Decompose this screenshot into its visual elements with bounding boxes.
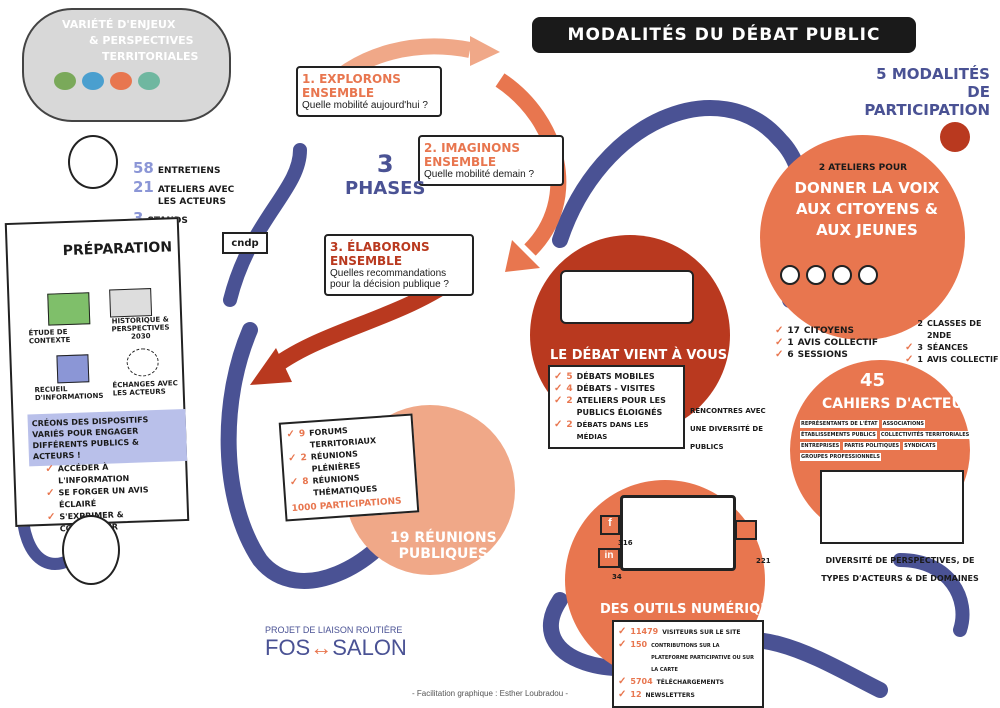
- stat-label: ATELIERS AVEC LES ACTEURS: [157, 185, 235, 207]
- prep-item: HISTORIQUE & PERSPECTIVES 2030: [111, 315, 170, 341]
- ateliers-intro: 2 ATELIERS POUR: [818, 163, 908, 173]
- cloud-title-2: & PERSPECTIVES: [89, 34, 194, 47]
- prep-item: ÉCHANGES AVEC LES ACTEURS: [112, 379, 178, 398]
- phase-box-2: 2. IMAGINONS ENSEMBLE Quelle mobilité de…: [418, 135, 564, 186]
- phase-box-1: 1. EXPLORONS ENSEMBLE Quelle mobilité au…: [296, 66, 442, 117]
- cndp-sign: CNDP: [222, 232, 268, 254]
- decor-dot: [940, 122, 970, 152]
- outils-title: DES OUTILS NUMÉRIQUES: [600, 602, 789, 617]
- debat-note: RENCONTRES AVEC UNE DIVERSITÉ DE PUBLICS: [690, 407, 766, 451]
- ateliers-title: DONNER LA VOIX AUX CITOYENS & AUX JEUNES: [794, 179, 940, 239]
- territory-icons: [54, 72, 194, 102]
- credit: - Facilitation graphique : Esther Loubra…: [412, 689, 569, 698]
- project-logo: PROJET DE LIAISON ROUTIÈRE FOS↔SALON: [265, 625, 445, 661]
- presenter-figure: [62, 515, 120, 585]
- prep-item: RECUEIL D'INFORMATIONS: [34, 385, 104, 403]
- stat-value: 58: [133, 159, 154, 177]
- phase-title: 3. ÉLABORONS ENSEMBLE: [330, 240, 430, 268]
- nature-icon: [138, 72, 160, 90]
- cahiers-labels: REPRÉSENTANTS DE L'ÉTAT ASSOCIATIONS ÉTA…: [800, 420, 971, 461]
- people-group-icon: [780, 265, 920, 305]
- open-book-icon: [820, 470, 964, 544]
- phase-question: Quelle mobilité aujourd'hui ?: [302, 100, 428, 111]
- network-icon: [126, 347, 160, 377]
- prep-item: ÉTUDE DE CONTEXTE: [28, 328, 71, 346]
- ateliers-circle: [760, 135, 965, 340]
- twitter-count: 221: [756, 557, 771, 565]
- phase-question: Quelles recommandations pour la décision…: [330, 268, 449, 290]
- cahiers-title: CAHIERS D'ACTEURS: [822, 396, 984, 412]
- twitter-icon: [735, 520, 757, 540]
- prep-checklist: ✓ACCÉDER À L'INFORMATION ✓SE FORGER UN A…: [45, 459, 182, 536]
- modalites-line2: PARTICIPATION: [864, 101, 990, 119]
- linkedin-icon: in: [598, 548, 620, 568]
- stat-label: ENTRETIENS: [157, 166, 221, 176]
- phases-word: PHASES: [345, 178, 426, 199]
- phase-box-3: 3. ÉLABORONS ENSEMBLE Quelles recommanda…: [324, 234, 474, 296]
- check-icon: ✓: [46, 511, 56, 523]
- phases-count: 3 PHASES: [345, 150, 425, 199]
- phases-number: 3: [376, 150, 394, 178]
- reunions-title: 19 RÉUNIONS PUBLIQUES: [390, 530, 497, 562]
- book-icon: [109, 288, 153, 318]
- cahiers-num: 45: [860, 370, 886, 391]
- modalites-line1: 5 MODALITÉS DE: [876, 65, 990, 101]
- debat-title: LE DÉBAT VIENT À VOUS: [550, 348, 728, 363]
- cloud-title-3: TERRITORIALES: [102, 50, 199, 63]
- project-right: SALON: [332, 635, 407, 660]
- city-icon: [110, 72, 132, 90]
- landscape-icon: [54, 72, 76, 90]
- project-arrow: ↔: [310, 635, 333, 660]
- cloud-title-1: VARIÉTÉ D'ENJEUX: [62, 18, 176, 31]
- preparation-title: PRÉPARATION: [62, 239, 173, 260]
- newspaper-icon: [56, 354, 90, 384]
- page-title: MODALITÉS DU DÉBAT PUBLIC: [567, 25, 881, 45]
- phase-question: Quelle mobilité demain ?: [424, 169, 535, 180]
- map-icon: [47, 292, 91, 326]
- prep-highlight: CRÉONS DES DISPOSITIFS VARIÉS POUR ENGAG…: [27, 408, 188, 467]
- check-icon: ✓: [46, 487, 55, 499]
- territory-cloud: VARIÉTÉ D'ENJEUX & PERSPECTIVES TERRITOR…: [22, 8, 231, 122]
- cndp-label: CNDP: [231, 237, 259, 249]
- laptop-icon: [620, 495, 736, 571]
- stat-value: 21: [133, 178, 154, 196]
- facebook-count: 316: [618, 539, 633, 547]
- phase-title: 1. EXPLORONS ENSEMBLE: [302, 72, 401, 100]
- sea-icon: [82, 72, 104, 90]
- preparation-notebook: PRÉPARATION ÉTUDE DE CONTEXTE HISTORIQUE…: [4, 217, 190, 533]
- linkedin-count: 34: [612, 573, 622, 581]
- project-subtitle: PROJET DE LIAISON ROUTIÈRE: [265, 625, 403, 635]
- check-icon: ✓: [45, 463, 54, 475]
- facebook-icon: f: [600, 515, 620, 535]
- project-left: FOS: [265, 635, 311, 660]
- phase-title: 2. IMAGINONS ENSEMBLE: [424, 141, 521, 169]
- header-banner: MODALITÉS DU DÉBAT PUBLIC: [532, 17, 916, 53]
- truck-icon: [560, 270, 694, 324]
- facilitator-figure: [68, 135, 118, 189]
- cahiers-caption: DIVERSITÉ DE PERSPECTIVES, DE TYPES D'AC…: [821, 556, 979, 583]
- modalites-title: 5 MODALITÉS DE PARTICIPATION: [850, 65, 990, 119]
